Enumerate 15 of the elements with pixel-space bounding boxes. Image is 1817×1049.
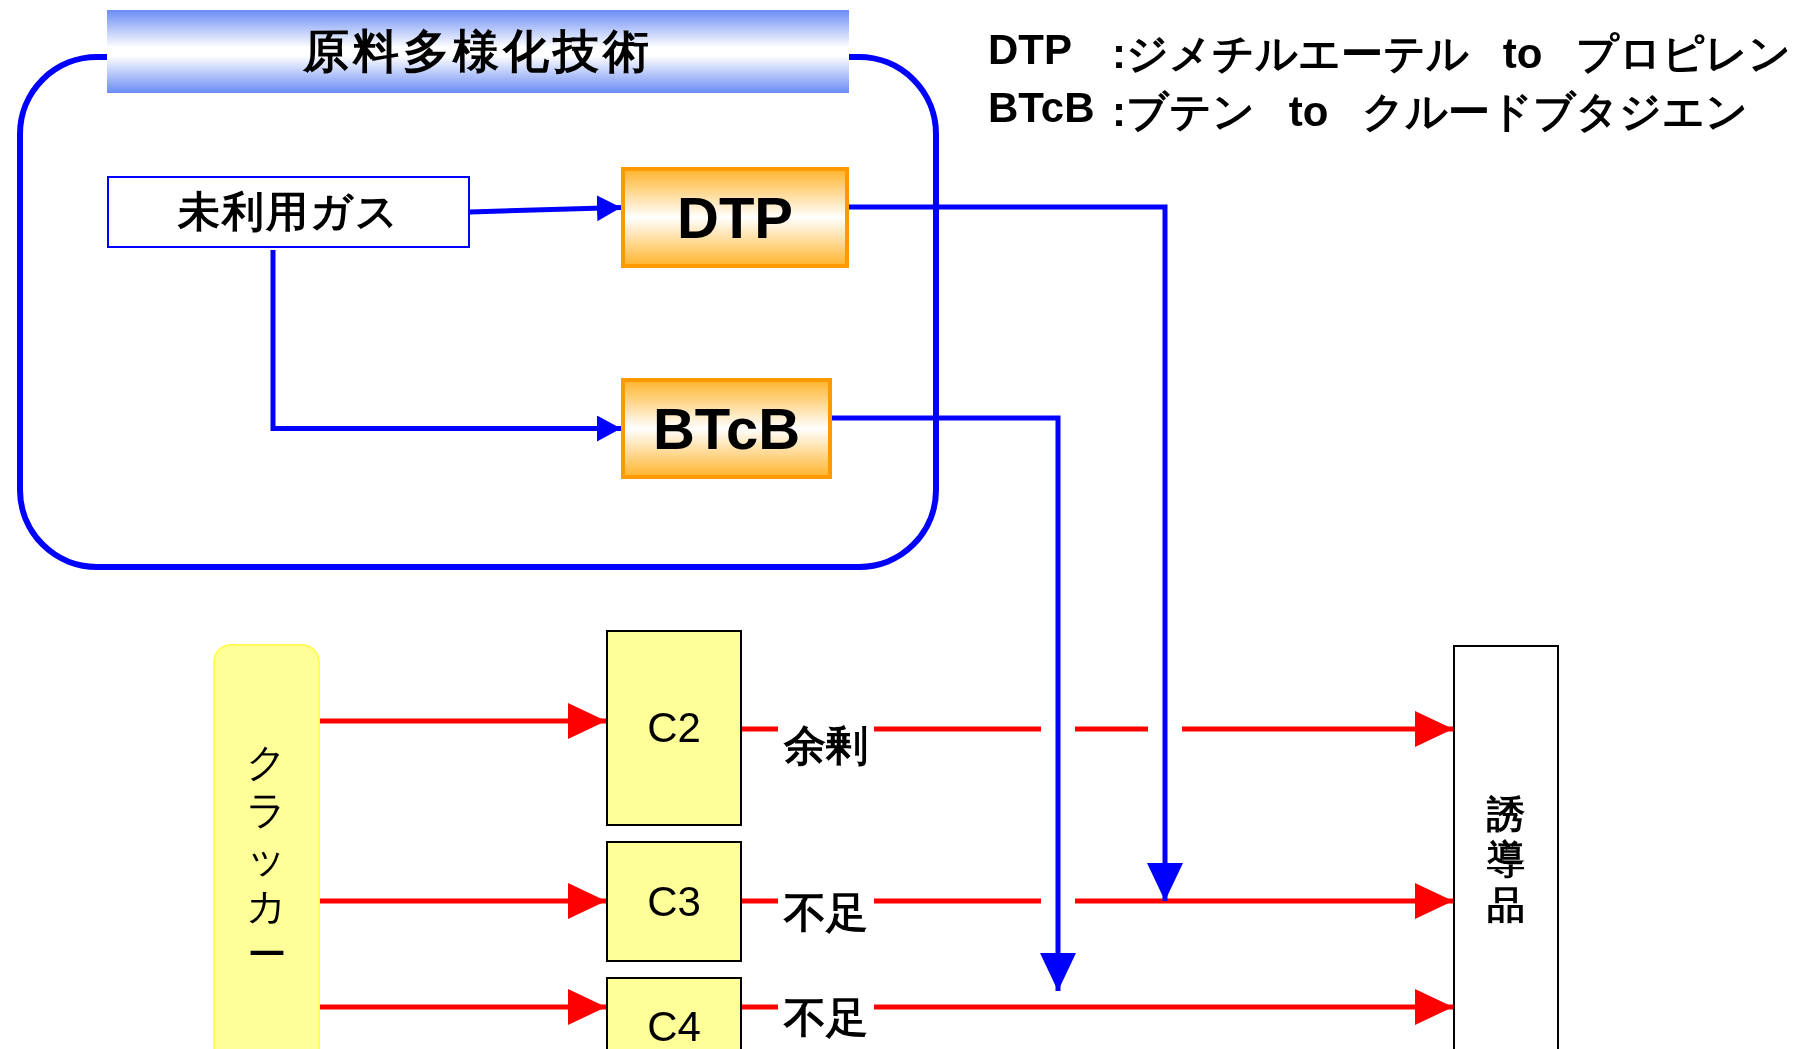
product-box: C4 xyxy=(606,977,742,1049)
title-band: 原料多様化技術 xyxy=(107,10,849,93)
note-text: :ジメチルエーテル to プロピレン xyxy=(1112,29,1791,79)
process-box: BTcB xyxy=(621,378,832,479)
note-text: BTcB xyxy=(988,84,1095,132)
output-box xyxy=(1453,645,1559,1049)
product-box: C3 xyxy=(606,841,742,962)
note-text: DTP xyxy=(988,26,1072,74)
vertical-text: 誘導品 xyxy=(1486,791,1526,928)
process-box: DTP xyxy=(621,167,849,268)
source-box xyxy=(213,644,320,1049)
product-box: C2 xyxy=(606,630,742,826)
note-text: :ブテン to クルードブタジエン xyxy=(1112,87,1748,137)
input-box: 未利用ガス xyxy=(107,176,470,248)
vertical-text: クラッカー xyxy=(245,739,288,978)
